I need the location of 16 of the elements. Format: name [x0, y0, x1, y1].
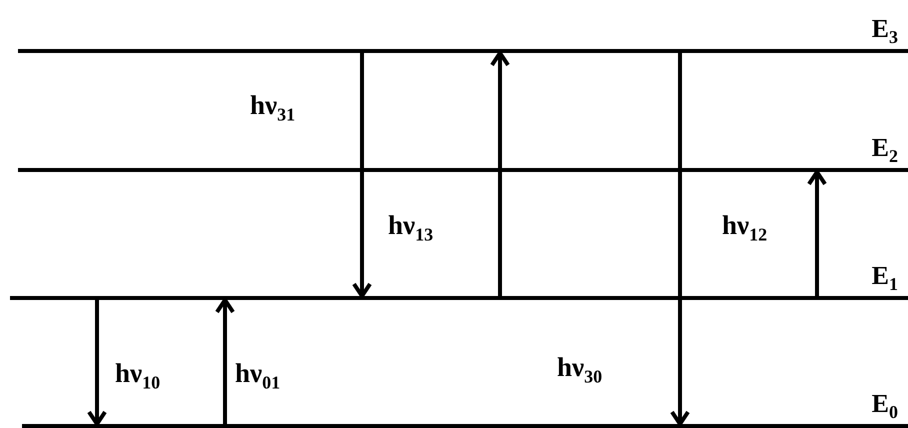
edge-label: hν$_{13}$ — [388, 210, 434, 246]
edge-label: hν$_{10}$ — [115, 358, 160, 394]
level-label: E$_{3}$ — [872, 15, 898, 50]
transition-arrow — [670, 53, 690, 426]
transition-arrow — [215, 298, 235, 424]
transition-arrow — [352, 53, 372, 298]
level-label: E$_{0}$ — [872, 390, 898, 424]
transition-arrow — [87, 300, 107, 426]
transition-arrow — [490, 51, 510, 296]
transition-arrow — [807, 170, 827, 296]
edge-label: hν$_{12}$ — [722, 210, 768, 246]
level-label: E$_{1}$ — [872, 262, 898, 296]
edge-label: hν$_{01}$ — [235, 358, 280, 394]
edge-label: hν$_{31}$ — [250, 90, 296, 126]
edge-label: hν$_{30}$ — [557, 352, 602, 388]
level-label: E$_{2}$ — [872, 134, 898, 168]
